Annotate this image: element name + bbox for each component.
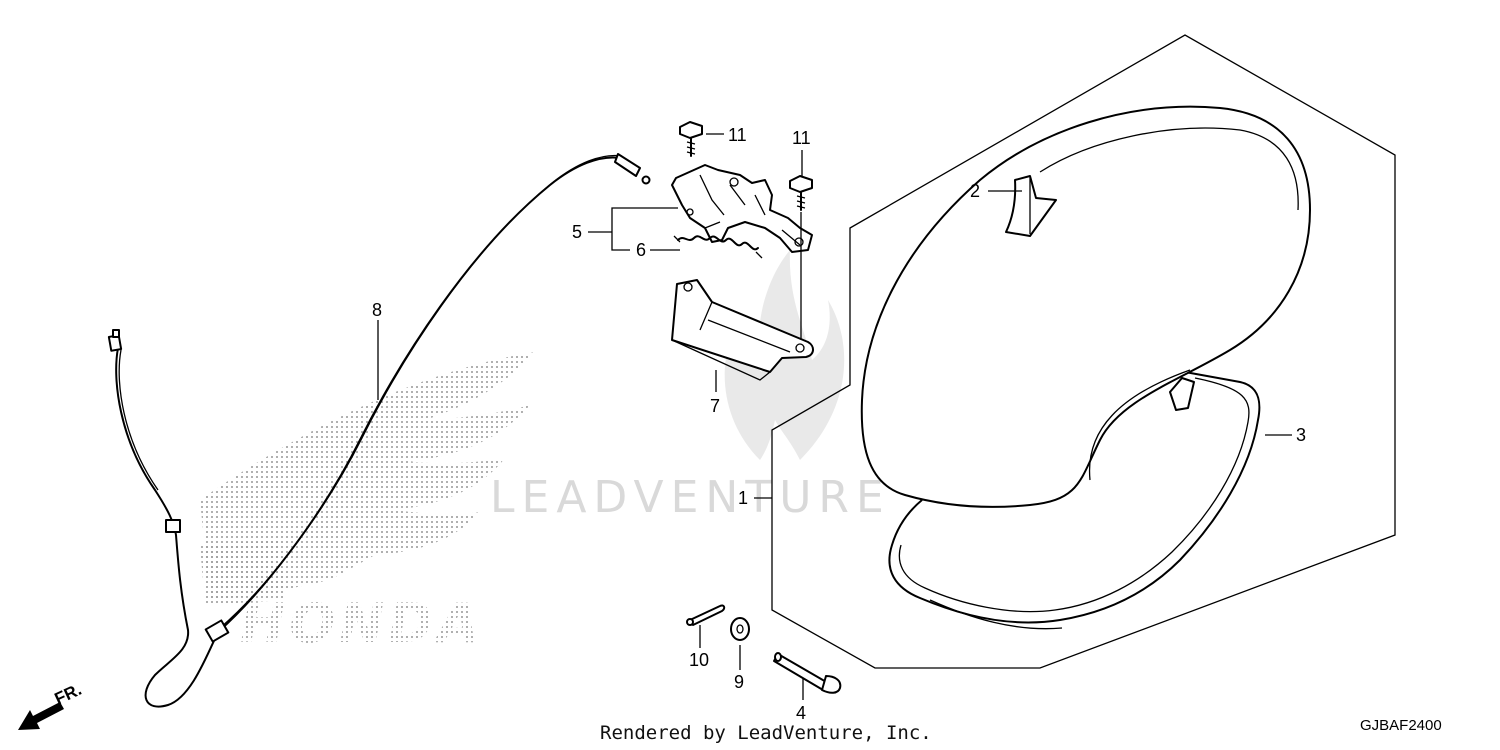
bolt-right — [789, 175, 813, 211]
callout-1: 1 — [738, 488, 748, 508]
washer — [730, 617, 750, 641]
honda-logo-text: HONDA — [240, 592, 483, 655]
callout-5: 5 — [572, 222, 582, 242]
callout-10: 10 — [689, 650, 709, 670]
front-direction-indicator: FR. — [18, 680, 85, 730]
seat-lock-bracket — [671, 279, 814, 381]
seat-exploded-box — [771, 34, 1396, 669]
callout-11-right: 11 — [792, 128, 811, 148]
bolt-left — [679, 121, 703, 157]
callout-7: 7 — [710, 396, 720, 416]
seat-lock-cable — [107, 153, 651, 708]
front-arrow-icon — [18, 702, 64, 730]
callout-2: 2 — [970, 181, 980, 201]
callout-3: 3 — [1296, 425, 1306, 445]
leadventure-watermark-text: LEADVENTURE — [490, 472, 891, 523]
diagram-code: GJBAF2400 — [1360, 717, 1442, 734]
callout-labels: 1 2 3 4 5 6 7 8 9 10 11 11 — [372, 125, 1306, 723]
leader-lines — [377, 133, 1292, 700]
callout-4: 4 — [796, 703, 806, 723]
callout-9: 9 — [734, 672, 744, 692]
seat-lock-assembly — [671, 164, 813, 253]
seat-lock-spring — [673, 235, 763, 259]
honda-wing-watermark: HONDA — [200, 352, 535, 655]
cotter-pin — [686, 604, 726, 626]
seat-hinge-pin — [773, 652, 842, 694]
seat — [860, 105, 1311, 630]
rendered-by-credit: Rendered by LeadVenture, Inc. — [600, 722, 932, 744]
callout-6: 6 — [636, 240, 646, 260]
callout-8: 8 — [372, 300, 382, 320]
callout-11-left: 11 — [728, 125, 747, 145]
